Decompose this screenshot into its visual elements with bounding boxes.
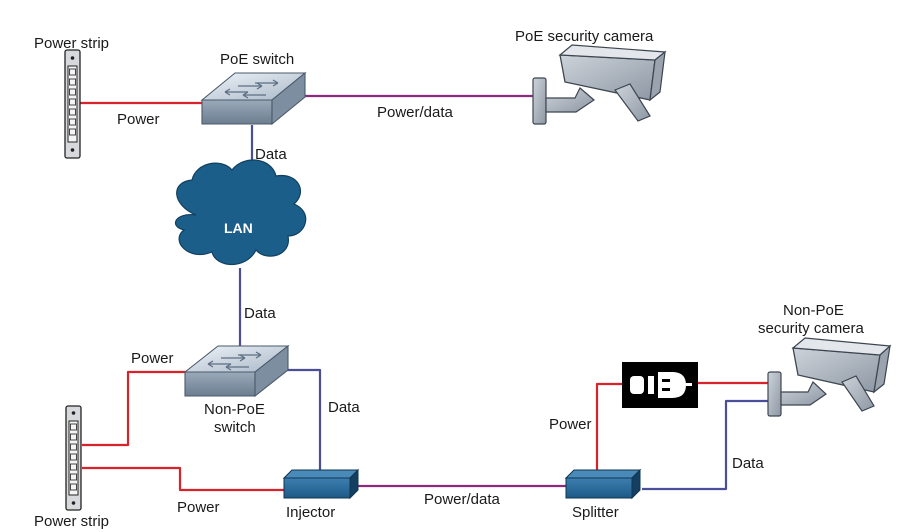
non-poe-switch-icon [183, 344, 290, 398]
power-switch-label: Power [131, 350, 174, 367]
power-strip-bottom-icon [65, 405, 82, 511]
data-wire-switch-injector [285, 368, 322, 472]
power-strip-bottom-label: Power strip [34, 513, 109, 530]
splitter-icon [564, 468, 642, 500]
non-poe-camera-label-line1: Non-PoE [783, 302, 844, 319]
injector-label: Injector [286, 504, 335, 521]
data-right-label: Data [732, 455, 764, 472]
lan-label: LAN [224, 220, 253, 236]
data-wire-splitter-camera [642, 399, 773, 491]
power-wire-strip-switch [82, 370, 192, 447]
poe-switch-icon [200, 71, 307, 126]
data-middle-label: Data [244, 305, 276, 322]
power-top-label: Power [117, 111, 160, 128]
power-data-top-label: Power/data [377, 104, 454, 121]
power-wire-strip-injector [82, 466, 286, 492]
power-strip-top-label: Power strip [34, 35, 109, 52]
data-top-label: Data [255, 146, 287, 163]
non-poe-switch-label-line1: Non-PoE [204, 401, 265, 418]
data-switch-injector-label: Data [328, 399, 360, 416]
power-adapter-icon [622, 362, 698, 408]
poe-camera-icon [532, 44, 667, 125]
power-bottom-label: Power [177, 499, 220, 516]
non-poe-switch-label-line2: switch [214, 419, 256, 436]
poe-camera-label: PoE security camera [515, 28, 654, 45]
power-adapter-label: Power [549, 416, 592, 433]
poe-switch-label: PoE switch [220, 51, 294, 68]
power-wire-splitter-adapter [595, 382, 622, 472]
non-poe-camera-icon [767, 337, 892, 417]
power-data-bottom-label: Power/data [424, 491, 501, 508]
lan-cloud-icon [174, 159, 307, 265]
injector-icon [282, 468, 360, 500]
non-poe-camera-label-line2: security camera [758, 320, 865, 337]
splitter-label: Splitter [572, 504, 619, 521]
power-strip-top-icon [64, 49, 81, 159]
